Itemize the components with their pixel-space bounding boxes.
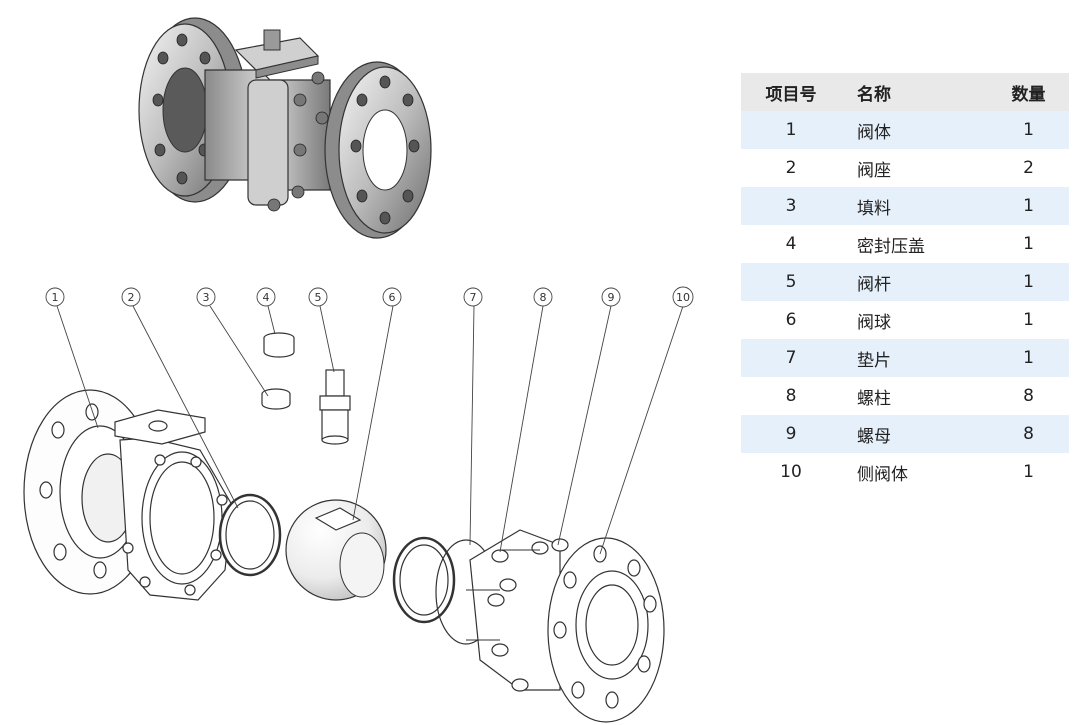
cell-quantity: 1	[988, 111, 1069, 149]
header-name: 名称	[841, 73, 988, 111]
cell-name: 螺柱	[841, 377, 988, 415]
svg-text:9: 9	[608, 291, 615, 304]
cell-name: 填料	[841, 187, 988, 225]
callout-4: 4	[256, 287, 276, 307]
svg-text:4: 4	[263, 291, 270, 304]
cell-item-no: 6	[741, 301, 841, 339]
callout-2: 2	[121, 287, 141, 307]
cell-quantity: 2	[988, 149, 1069, 187]
svg-text:2: 2	[128, 291, 135, 304]
cell-item-no: 2	[741, 149, 841, 187]
callout-1: 1	[45, 287, 65, 307]
cell-item-no: 5	[741, 263, 841, 301]
cell-item-no: 8	[741, 377, 841, 415]
assembled-valve	[138, 17, 432, 239]
callout-10: 10	[672, 286, 694, 308]
table-header-row: 项目号 名称 数量	[741, 73, 1069, 111]
callout-5: 5	[308, 287, 328, 307]
cell-item-no: 7	[741, 339, 841, 377]
cell-name: 螺母	[841, 415, 988, 453]
exploded-view	[23, 332, 665, 723]
cell-item-no: 9	[741, 415, 841, 453]
svg-text:3: 3	[203, 291, 210, 304]
callout-9: 9	[601, 287, 621, 307]
cell-quantity: 1	[988, 339, 1069, 377]
header-item-no: 项目号	[741, 73, 841, 111]
callout-7: 7	[463, 287, 483, 307]
svg-text:6: 6	[389, 291, 396, 304]
svg-text:7: 7	[470, 291, 477, 304]
cell-name: 垫片	[841, 339, 988, 377]
callout-8: 8	[533, 287, 553, 307]
part-6-ball	[285, 499, 387, 601]
exploded-valve-diagram: 1 2 3 4 5 6 7 8 9 10	[23, 17, 694, 723]
part-4-gland	[263, 332, 295, 358]
callout-3: 3	[196, 287, 216, 307]
cell-quantity: 8	[988, 377, 1069, 415]
cell-name: 阀球	[841, 301, 988, 339]
cell-name: 侧阀体	[841, 453, 988, 491]
cell-quantity: 1	[988, 301, 1069, 339]
cell-quantity: 1	[988, 225, 1069, 263]
svg-text:8: 8	[540, 291, 547, 304]
part-5-stem	[319, 369, 351, 445]
cell-quantity: 8	[988, 415, 1069, 453]
part-1-valve-body	[23, 389, 233, 601]
header-quantity: 数量	[988, 73, 1069, 111]
cell-quantity: 1	[988, 263, 1069, 301]
cell-item-no: 4	[741, 225, 841, 263]
cell-name: 阀座	[841, 149, 988, 187]
cell-quantity: 1	[988, 187, 1069, 225]
svg-text:10: 10	[676, 291, 690, 304]
cell-item-no: 10	[741, 453, 841, 491]
cell-item-no: 3	[741, 187, 841, 225]
cell-item-no: 1	[741, 111, 841, 149]
part-10-side-body	[466, 529, 665, 723]
cell-name: 阀体	[841, 111, 988, 149]
cell-name: 密封压盖	[841, 225, 988, 263]
part-3-packing	[261, 388, 291, 410]
leader-lines	[56, 305, 684, 555]
callout-6: 6	[382, 287, 402, 307]
svg-text:5: 5	[315, 291, 322, 304]
cell-name: 阀杆	[841, 263, 988, 301]
svg-text:1: 1	[52, 291, 59, 304]
cell-quantity: 1	[988, 453, 1069, 491]
